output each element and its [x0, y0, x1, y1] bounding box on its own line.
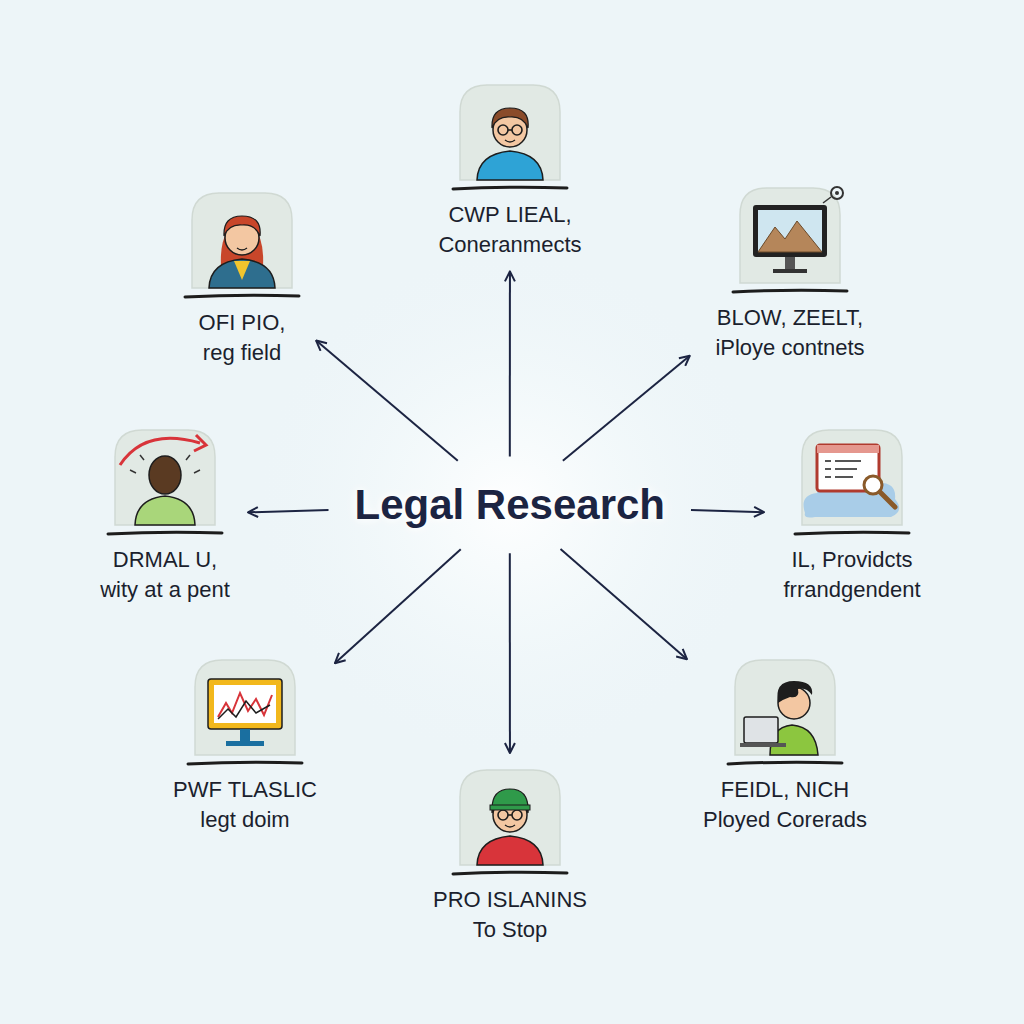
topic-label: PWF TLASLIC legt doim — [164, 775, 326, 834]
central-topic: Legal Research — [341, 469, 680, 542]
central-title: Legal Research — [355, 477, 666, 534]
arrow-connector — [509, 271, 511, 456]
arrow-connector — [248, 510, 329, 512]
arrow-connector — [561, 549, 687, 659]
topic-label: DRMAL U, wity at a pent — [94, 545, 236, 604]
arrow-connector — [335, 549, 461, 663]
icon-card — [720, 655, 850, 769]
topic-card: PWF TLASLIC legt doim — [164, 655, 326, 834]
icon-card — [725, 183, 855, 297]
topic-card: DRMAL U, wity at a pent — [94, 425, 236, 604]
arrow-connector — [691, 510, 764, 512]
topic-label: CWP LIEAL, Coneranmects — [425, 200, 595, 259]
arrow-connector — [563, 356, 690, 461]
topic-card: FEIDL, NICH Ployed Corerads — [696, 655, 874, 834]
topic-label: BLOW, ZEELT, iPloye contnets — [699, 303, 881, 362]
arrow-connector — [316, 341, 458, 461]
icon-card — [177, 188, 307, 302]
topic-label: PRO ISLANINS To Stop — [429, 885, 591, 944]
topic-label: OFI PIO, reg field — [186, 308, 298, 367]
topic-card: OFI PIO, reg field — [177, 188, 307, 367]
topic-card: CWP LIEAL, Coneranmects — [425, 80, 595, 259]
topic-label: IL, Providcts frrandgendent — [776, 545, 928, 604]
topic-card: PRO ISLANINS To Stop — [429, 765, 591, 944]
arrow-connector — [509, 553, 511, 753]
icon-card — [100, 425, 230, 539]
icon-card — [787, 425, 917, 539]
icon-card — [445, 80, 575, 194]
topic-card: IL, Providcts frrandgendent — [776, 425, 928, 604]
icon-card — [180, 655, 310, 769]
topic-card: BLOW, ZEELT, iPloye contnets — [699, 183, 881, 362]
topic-label: FEIDL, NICH Ployed Corerads — [696, 775, 874, 834]
icon-card — [445, 765, 575, 879]
